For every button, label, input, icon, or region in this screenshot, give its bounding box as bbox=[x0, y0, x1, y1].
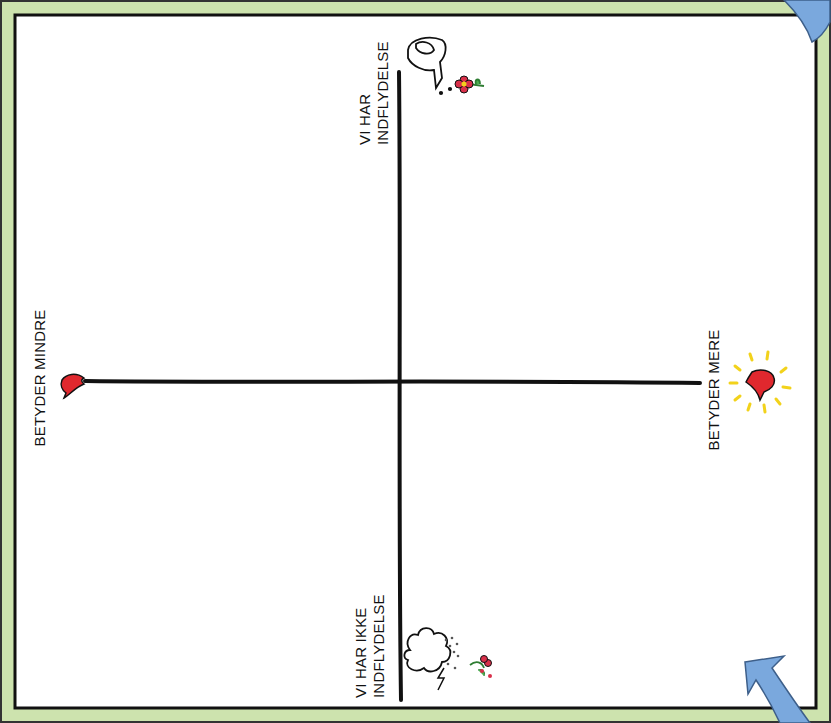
axis-label: BETYDER MERE bbox=[705, 330, 723, 451]
axis-label: VI HAR INDFLYDELSE bbox=[356, 39, 392, 145]
rain-cloud-icon bbox=[404, 628, 459, 690]
flower-icon bbox=[455, 76, 473, 93]
axis-label: VI HAR IKKE INDFLYDELSE bbox=[352, 592, 388, 698]
heart-icon bbox=[61, 374, 84, 398]
corner-arrow bbox=[784, 0, 830, 42]
watering-can-icon bbox=[408, 38, 484, 95]
shining-heart-icon bbox=[730, 352, 790, 412]
horizontal-axis bbox=[85, 381, 700, 383]
drooping-flower-icon bbox=[470, 656, 492, 679]
panel bbox=[15, 15, 816, 708]
vertical-axis bbox=[399, 72, 401, 700]
axis-label: BETYDER MINDRE bbox=[31, 310, 49, 447]
corner-arrow bbox=[745, 656, 810, 723]
